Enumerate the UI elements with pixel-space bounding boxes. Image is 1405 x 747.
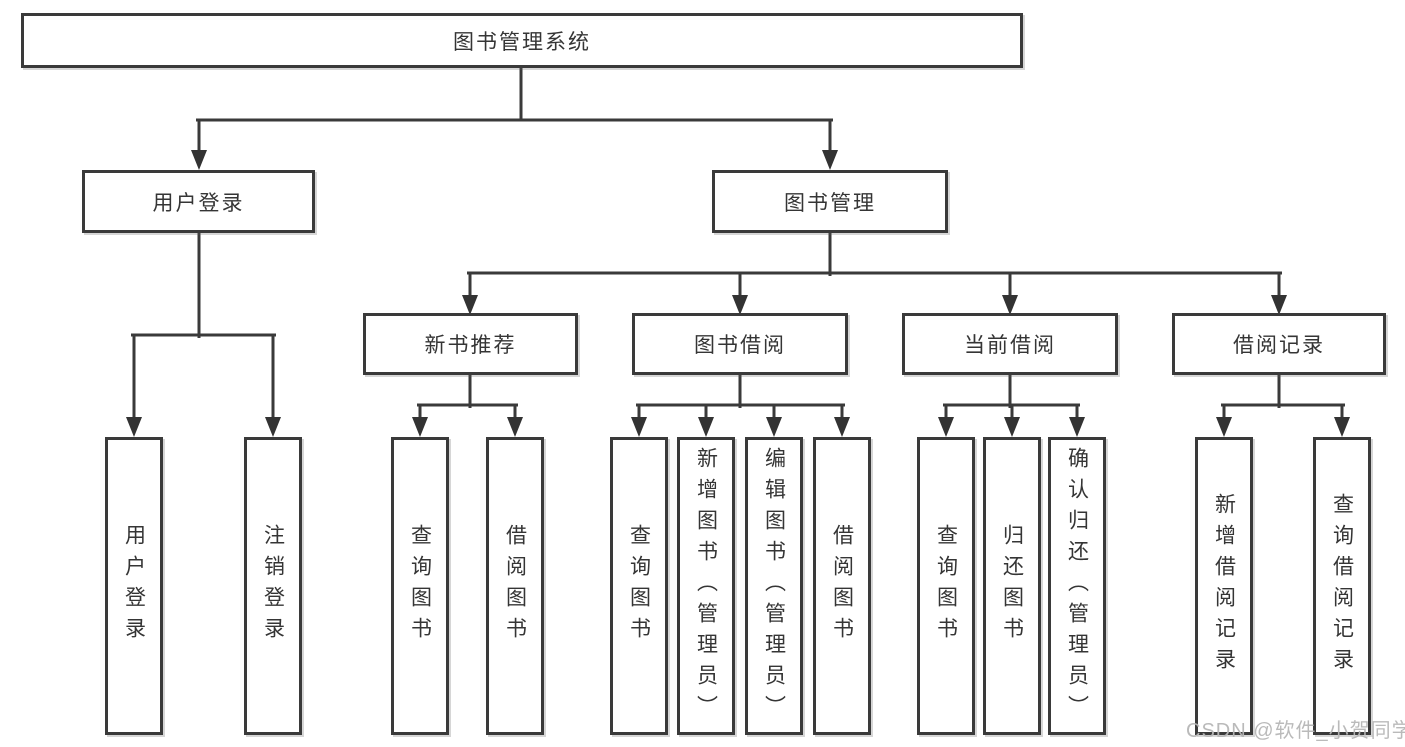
leaf-add-borrow-record: 新增借阅记录 <box>1195 437 1253 735</box>
arrowheads <box>126 150 1350 437</box>
leaf-edit-book-admin: 编辑图书（管理员） <box>745 437 803 735</box>
node-library-management-system: 图书管理系统 <box>21 13 1023 68</box>
leaf-query-borrow-record: 查询借阅记录 <box>1313 437 1371 735</box>
node-new-book-recommend: 新书推荐 <box>363 313 578 375</box>
node-user-login: 用户登录 <box>82 170 315 233</box>
watermark-text: CSDN @软件_小贺同学 <box>1186 720 1405 742</box>
leaf-query-books-recommend: 查询图书 <box>391 437 449 735</box>
leaf-return-book: 归还图书 <box>983 437 1041 735</box>
node-book-borrow: 图书借阅 <box>632 313 848 375</box>
leaf-borrow-books: 借阅图书 <box>813 437 871 735</box>
leaf-logout: 注销登录 <box>244 437 302 735</box>
leaf-query-books-borrow: 查询图书 <box>610 437 668 735</box>
leaf-borrow-books-recommend: 借阅图书 <box>486 437 544 735</box>
leaf-user-login: 用户登录 <box>105 437 163 735</box>
node-book-management: 图书管理 <box>712 170 948 233</box>
node-borrow-records: 借阅记录 <box>1172 313 1386 375</box>
leaf-query-books-current: 查询图书 <box>917 437 975 735</box>
node-current-borrow: 当前借阅 <box>902 313 1118 375</box>
leaf-confirm-return-admin: 确认归还（管理员） <box>1048 437 1106 735</box>
leaf-add-book-admin: 新增图书（管理员） <box>677 437 735 735</box>
